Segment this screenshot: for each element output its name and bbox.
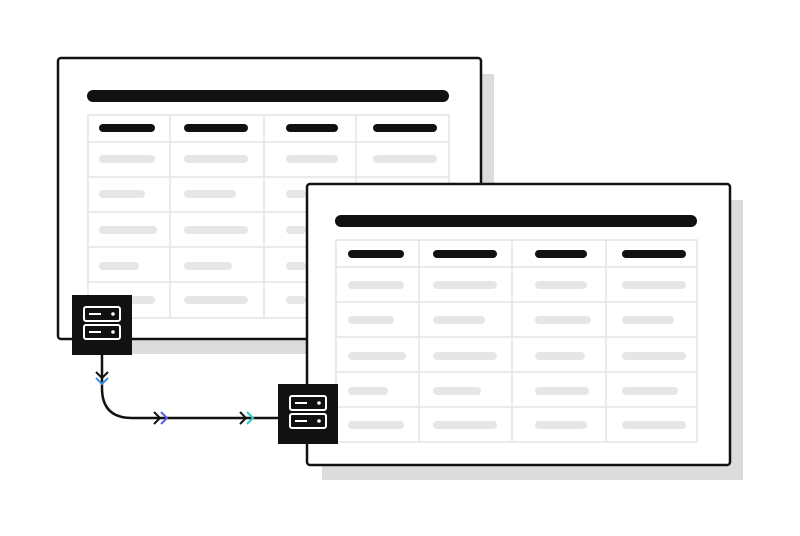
source-table-cell bbox=[184, 226, 248, 234]
target-table-cell bbox=[535, 387, 589, 395]
source-table-cell bbox=[99, 190, 145, 198]
chevron-right-icon bbox=[246, 411, 255, 425]
target-table-cell bbox=[433, 387, 481, 395]
target-window bbox=[305, 182, 743, 480]
target-table-cell bbox=[622, 281, 686, 289]
source-table-cell bbox=[286, 296, 306, 304]
chevron-right-icon bbox=[239, 411, 248, 425]
target-table-cell bbox=[348, 421, 404, 429]
sync-connector bbox=[95, 352, 280, 425]
target-window-title-bar bbox=[335, 215, 697, 227]
target-table-cell bbox=[622, 316, 674, 324]
chevron-right-icon bbox=[153, 411, 162, 425]
target-table-cell bbox=[622, 421, 686, 429]
target-table-cell bbox=[433, 316, 485, 324]
target-table-cell bbox=[348, 316, 394, 324]
source-table-cell bbox=[184, 155, 248, 163]
source-table-cell bbox=[286, 226, 306, 234]
target-table-header-cell bbox=[433, 250, 497, 258]
target-table-header-cell bbox=[348, 250, 404, 258]
source-table-cell bbox=[184, 262, 232, 270]
target-table-header-cell bbox=[535, 250, 587, 258]
target-table-cell bbox=[622, 352, 686, 360]
source-table-header-cell bbox=[184, 124, 248, 132]
target-table bbox=[335, 239, 698, 443]
source-table-cell bbox=[184, 190, 236, 198]
connector-line bbox=[100, 352, 280, 420]
source-table-cell bbox=[286, 155, 338, 163]
target-table-cell bbox=[433, 421, 497, 429]
target-table-cell bbox=[348, 352, 406, 360]
chevron-right-icon bbox=[160, 411, 169, 425]
target-table-cell bbox=[433, 281, 497, 289]
source-table-cell bbox=[99, 226, 157, 234]
server-icon bbox=[83, 306, 121, 340]
target-table-header-cell bbox=[622, 250, 686, 258]
target-table-cell bbox=[535, 352, 585, 360]
chevron-down-icon bbox=[95, 377, 109, 386]
source-table-header-cell bbox=[286, 124, 338, 132]
target-table-cell bbox=[348, 281, 404, 289]
source-window-title-bar bbox=[87, 90, 449, 102]
source-table-header-cell bbox=[373, 124, 437, 132]
target-server-node bbox=[278, 384, 338, 444]
source-table-cell bbox=[99, 155, 155, 163]
source-server-node bbox=[72, 295, 132, 355]
source-table-cell bbox=[286, 190, 306, 198]
source-table-cell bbox=[99, 262, 139, 270]
source-table-cell bbox=[373, 155, 437, 163]
source-table bbox=[87, 114, 450, 319]
source-table-cell bbox=[286, 262, 306, 270]
source-table-cell bbox=[184, 296, 248, 304]
target-table-cell bbox=[535, 281, 587, 289]
target-table-cell bbox=[348, 387, 388, 395]
chevron-down-icon bbox=[95, 371, 109, 380]
server-icon bbox=[289, 395, 327, 429]
target-table-cell bbox=[535, 316, 591, 324]
source-table-header-cell bbox=[99, 124, 155, 132]
target-table-border bbox=[335, 239, 698, 443]
target-table-cell bbox=[433, 352, 497, 360]
target-table-cell bbox=[535, 421, 587, 429]
target-table-cell bbox=[622, 387, 678, 395]
